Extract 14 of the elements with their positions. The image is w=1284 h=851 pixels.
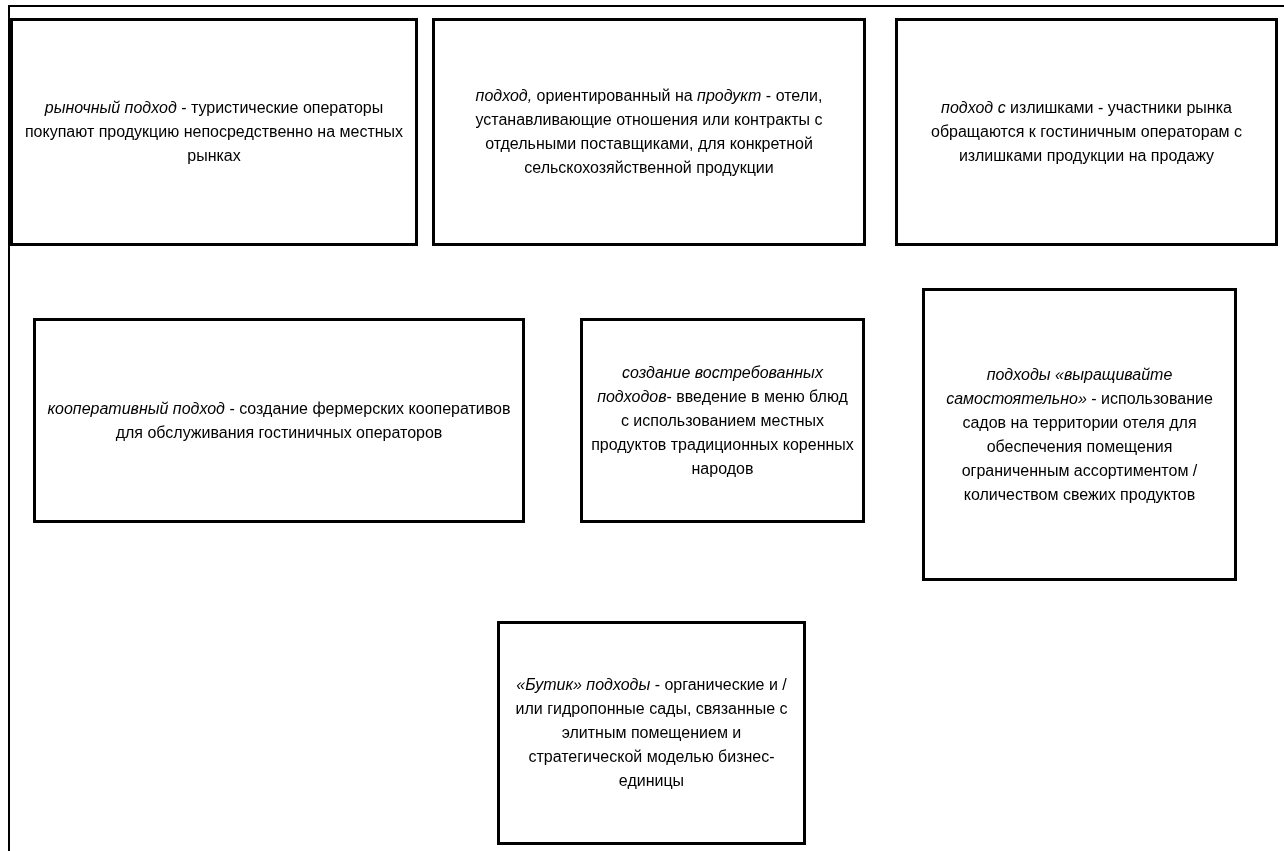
box-text: подходы «выращивайте самостоятельно» - использование садов на территории отеля для обеспечения помещения ограниченным ассортиментом / количеством свежих продуктов: [945, 364, 1214, 505]
box-text: подход с излишками - участники рынка обращаются к гостиничным операторам с излишками продукции на продажу: [930, 98, 1243, 166]
box-text: рыночный подход - туристические операторы покупают продукцию непосредственно на местных рынках: [23, 98, 405, 166]
text-box: [33, 318, 525, 523]
box-text: кооперативный подход - создание фермерских кооперативов для обслуживания гостиничных операторов: [46, 398, 512, 443]
text-box: [10, 18, 418, 246]
box-text: «Бутик» подходы - органические и / или гидропонные сады, связанные с элитным помещением и стратегической моделью бизнес-единицы: [514, 675, 789, 791]
box-text: создание востребованных подходов- введение в меню блюд с использованием местных продуктов традиционных коренных народов: [591, 362, 854, 479]
text-box: [497, 621, 806, 845]
text-box: [922, 288, 1237, 581]
text-box: [895, 18, 1278, 246]
text-box: [580, 318, 865, 523]
text-box: [432, 18, 866, 246]
box-text: подход, ориентированный на продукт - отели, устанавливающие отношения или контракты с отдельными поставщиками, для конкретной сельскохозяйственной продукции: [474, 86, 824, 178]
